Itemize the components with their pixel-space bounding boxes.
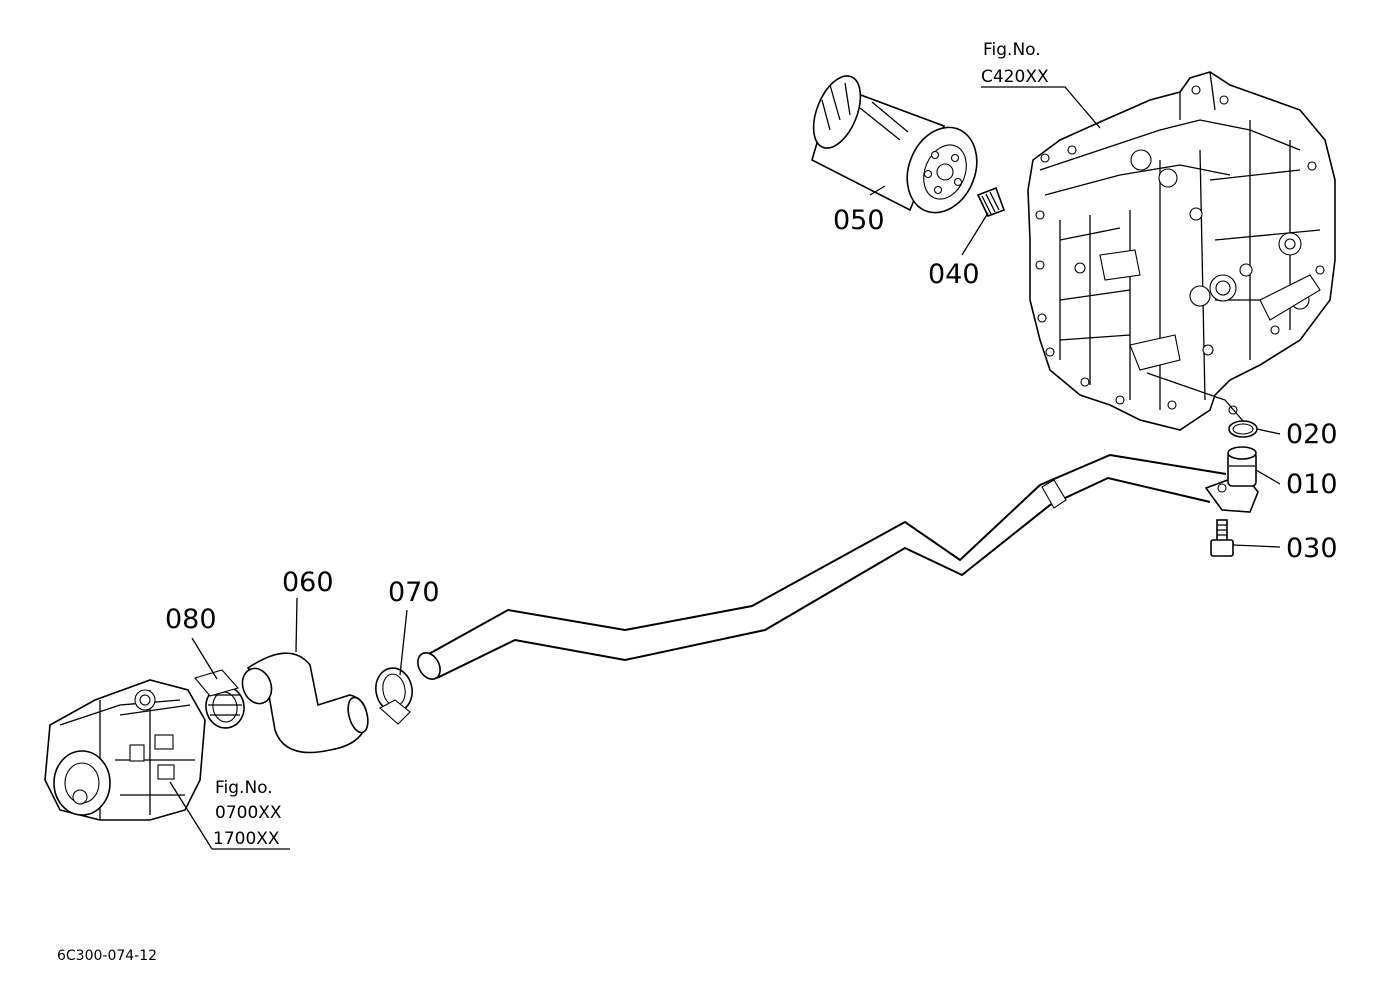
drawing-code: 6C300-074-12 [57, 948, 157, 964]
o-ring [1228, 420, 1258, 438]
leader-lines [169, 86, 1281, 850]
hose-clamp-pipe-side [375, 667, 413, 725]
fig-ref-transmission-code: C420XX [981, 67, 1049, 87]
callout-030: 030 [1286, 533, 1338, 564]
filter-nipple [976, 186, 1006, 218]
oil-filter-cartridge [811, 75, 978, 214]
callout-050: 050 [833, 205, 885, 236]
hydraulic-pump [44, 679, 206, 821]
fig-ref-pump: Fig.No. 0700XX 1700XX [213, 778, 282, 849]
fig-ref-transmission-label: Fig.No. [983, 40, 1041, 60]
callout-040: 040 [928, 259, 980, 290]
fig-ref-pump-code-1: 0700XX [215, 803, 282, 823]
fig-ref-pump-label: Fig.No. [215, 778, 273, 798]
callout-010: 010 [1286, 469, 1338, 500]
suction-pipe [417, 453, 1227, 680]
hose-clamp-pump-side [194, 669, 245, 729]
bolt [1210, 519, 1234, 557]
callout-070: 070 [388, 577, 440, 608]
callout-020: 020 [1286, 419, 1338, 450]
pipe-fitting-flange [1204, 446, 1259, 513]
rubber-hose [241, 652, 369, 754]
fig-ref-pump-code-2: 1700XX [213, 829, 280, 849]
callout-080: 080 [165, 604, 217, 635]
transmission-case [1027, 71, 1336, 431]
fig-ref-transmission: Fig.No. C420XX [981, 40, 1049, 87]
callout-060: 060 [282, 567, 334, 598]
